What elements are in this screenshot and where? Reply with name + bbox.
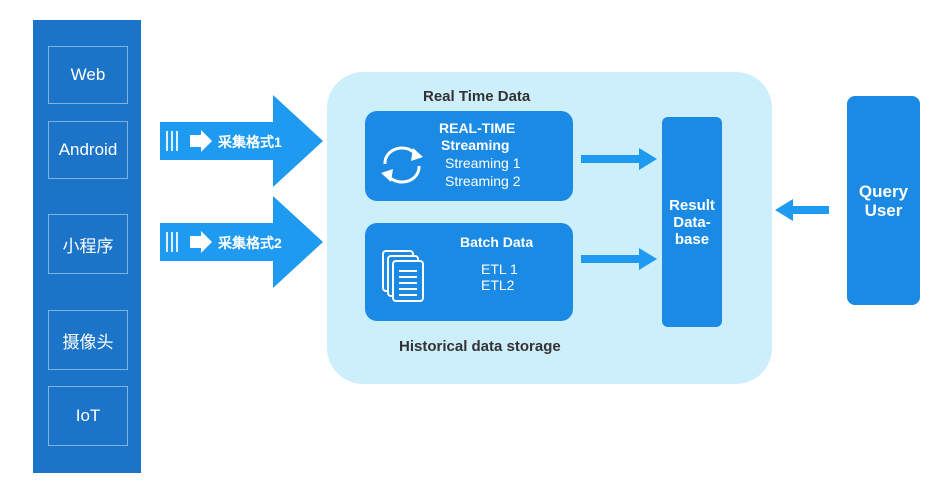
documents-icon (382, 250, 424, 302)
format1-label: 采集格式1 (218, 134, 282, 150)
source-camera-label: 摄像头 (62, 332, 114, 352)
batch-data-box: Batch Data ETL 1 ETL2 (365, 223, 573, 321)
sources-panel: Web Android 小程序 摄像头 IoT (33, 20, 141, 473)
real-time-data-title: Real Time Data (423, 88, 531, 105)
streaming-title-line1: REAL-TIME (439, 120, 516, 136)
format1-arrow (160, 95, 323, 187)
source-android: Android (48, 121, 128, 179)
query-to-result-arrow (775, 199, 829, 221)
source-android-label: Android (58, 140, 118, 159)
refresh-icon (381, 146, 423, 184)
query-line2: User (864, 200, 903, 220)
result-database-box: Result Data- base (662, 117, 722, 327)
center-panel: Real Time Data REAL-TIME Streaming Strea… (327, 72, 772, 384)
source-mini-program: 小程序 (48, 214, 128, 274)
streaming-item-2: Streaming 2 (445, 173, 521, 189)
batch-item-1: ETL 1 (481, 261, 518, 277)
streaming-item-1: Streaming 1 (445, 155, 521, 171)
historical-storage-title: Historical data storage (399, 338, 561, 355)
query-line1: Query (858, 181, 909, 201)
source-iot-label: IoT (75, 406, 101, 425)
format2-label: 采集格式2 (218, 235, 282, 251)
batch-to-result-arrow (581, 248, 657, 270)
streaming-title-line2: Streaming (441, 137, 510, 153)
source-camera: 摄像头 (48, 310, 128, 370)
source-web-label: Web (70, 65, 106, 84)
streaming-to-result-arrow (581, 148, 657, 170)
format2-arrow (160, 196, 323, 288)
batch-item-2: ETL2 (481, 277, 515, 293)
query-user-box: Query User (847, 96, 920, 305)
source-mini-program-label: 小程序 (62, 236, 114, 256)
result-line1: Result (669, 196, 715, 214)
source-web: Web (48, 46, 128, 104)
realtime-streaming-box: REAL-TIME Streaming Streaming 1 Streamin… (365, 111, 573, 201)
result-line2: Data- (673, 213, 711, 231)
source-iot: IoT (48, 386, 128, 446)
batch-data-title: Batch Data (460, 234, 534, 250)
result-line3: base (674, 230, 710, 248)
